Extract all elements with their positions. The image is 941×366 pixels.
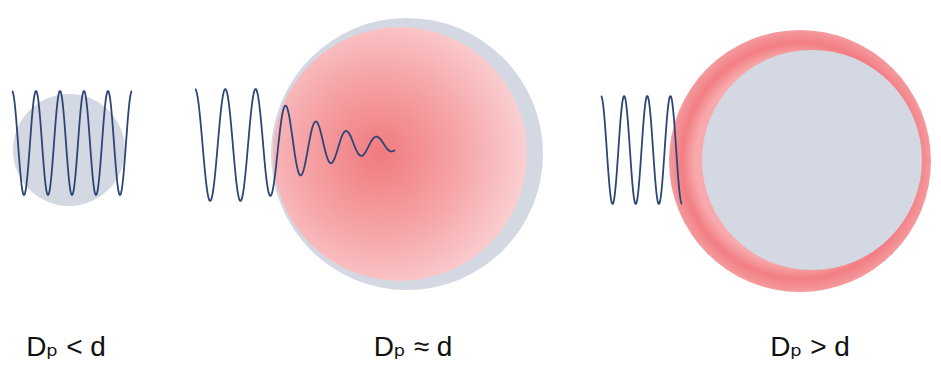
size-condition-label: Dₚ > d — [770, 332, 850, 363]
unpenetrated-core — [702, 50, 922, 270]
size-condition-label: Dₚ < d — [26, 332, 106, 363]
medium-particle — [271, 18, 543, 290]
light-wave — [195, 89, 395, 201]
size-condition-label: Dₚ ≈ d — [374, 332, 453, 363]
light-wave — [12, 91, 132, 195]
large-particle — [669, 30, 931, 292]
absorption-volume — [273, 27, 527, 281]
light-wave — [601, 96, 682, 204]
